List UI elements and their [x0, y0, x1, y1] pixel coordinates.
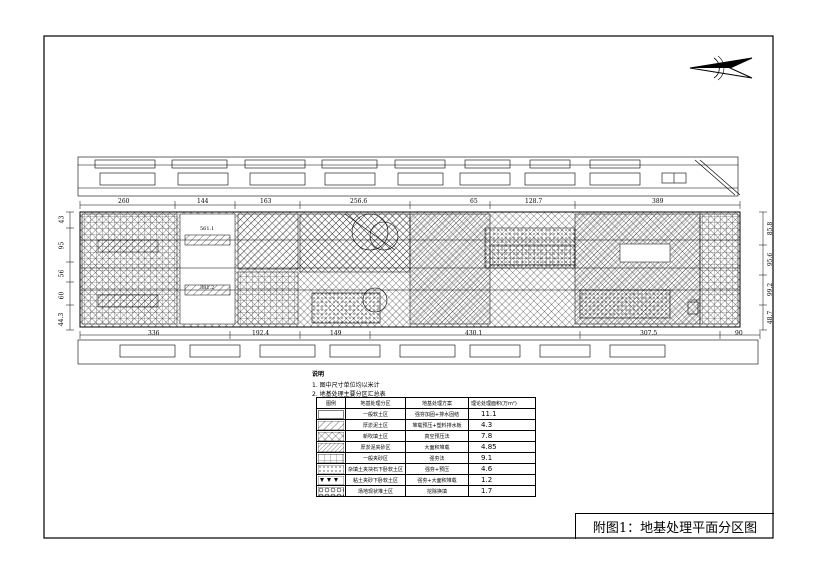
legend-zone: 一般软土区 [344, 408, 407, 420]
left-dim-2: 56 [58, 269, 66, 278]
legend-table: 图例 地基处理分区 地基处理方案 理论处理面积(万m²) 一般软土区 强夯加固+… [316, 397, 537, 497]
right-dim-1: 95.6 [767, 252, 775, 267]
notes-title: 说明 [312, 371, 325, 378]
pattern-crosshatch-icon [318, 431, 344, 441]
legend-header-zone: 地基处理分区 [344, 397, 407, 409]
pattern-triangles-icon [318, 475, 344, 485]
drawing-title-block: 附图1：地基处理平面分区图 [575, 513, 774, 539]
legend-method: 强夯+预压 [405, 463, 470, 475]
top-dim-3: 256.6 [350, 198, 368, 205]
bottom-building-strip [77, 339, 759, 365]
legend-zone: 新吹填土区 [344, 430, 407, 442]
top-dim-0: 260 [118, 198, 130, 205]
legend-row: 粘土夹砂下卧软土区 强夯+大面积堆载 1.2 [316, 474, 537, 486]
legend-row: 厚淤泥夹砂区 大面积堆载 4.85 [316, 441, 537, 453]
legend-method: 强夯法 [405, 452, 470, 464]
pattern-circles-icon [318, 486, 344, 496]
legend-zone: 一般夹砂区 [344, 452, 407, 464]
left-dim-4: 44.3 [58, 312, 66, 327]
legend-method: 大面积堆载 [405, 441, 470, 453]
pattern-diagonal-icon [318, 420, 344, 430]
plan-label-0: 561.1 [200, 226, 215, 232]
legend-row: 厚淤泥土区 堆载预压+塑料排水板 4.3 [316, 419, 537, 431]
bottom-dim-0: 336 [148, 330, 160, 337]
legend-method: 堆载预压+塑料排水板 [405, 419, 470, 431]
legend-zone: 粘土夹砂下卧软土区 [344, 474, 407, 486]
right-dim-3: 48.7 [767, 310, 775, 325]
top-dim-6: 389 [652, 198, 664, 205]
legend-row: 杂填土夹块石下卧软土区 强夯+预压 4.6 [316, 463, 537, 475]
pattern-blank-icon [318, 409, 344, 419]
plan-label-1: 381.2 [200, 285, 215, 291]
left-dim-3: 60 [58, 291, 66, 300]
right-dim-0: 85.8 [767, 221, 775, 236]
legend-area: 7.8 [468, 430, 537, 442]
top-dim-4: 65 [470, 198, 478, 205]
legend-area: 1.2 [468, 474, 537, 486]
legend-method: 挖除换填 [405, 485, 470, 497]
right-dim-2: 99.2 [767, 282, 775, 297]
legend-area: 9.1 [468, 452, 537, 464]
top-building-strip [77, 156, 741, 197]
north-arrow-icon [689, 55, 753, 81]
legend-header-pattern: 图例 [316, 397, 346, 409]
bottom-dim-1: 192.4 [252, 330, 270, 337]
legend-area: 1.7 [468, 485, 537, 497]
drawing-title: 附图1：地基处理平面分区图 [592, 521, 758, 536]
bottom-dim-2: 149 [330, 330, 342, 337]
note-item-1: 1. 图中尺寸单位均以米计 [312, 382, 380, 389]
legend-zone: 厚淤泥夹砂区 [344, 441, 407, 453]
legend-method: 真空预压法 [405, 430, 470, 442]
top-dim-2: 163 [260, 198, 272, 205]
legend-header-area: 理论处理面积(万m²) [468, 397, 537, 409]
bottom-dim-4: 307.5 [640, 330, 658, 337]
legend-header-row: 图例 地基处理分区 地基处理方案 理论处理面积(万m²) [316, 397, 537, 409]
bottom-dim-5: 90 [735, 330, 743, 337]
legend-area: 4.85 [468, 441, 537, 453]
legend-row: 新吹填土区 真空预压法 7.8 [316, 430, 537, 442]
pattern-dots-icon [318, 464, 344, 474]
legend-area: 4.3 [468, 419, 537, 431]
site-plan [79, 211, 741, 328]
left-dim-0: 43 [58, 215, 66, 224]
legend-row: 一般软土区 强夯加固+排水固结 11.1 [316, 408, 537, 420]
legend-method: 强夯加固+排水固结 [405, 408, 470, 420]
legend-method: 强夯+大面积堆载 [405, 474, 470, 486]
legend-row: 场地现状堆土区 挖除换填 1.7 [316, 485, 537, 497]
top-dimension-line [79, 201, 741, 209]
legend-row: 一般夹砂区 强夯法 9.1 [316, 452, 537, 464]
pattern-grid-icon [318, 453, 344, 463]
side-dimension-lines [66, 211, 767, 331]
outer-border [43, 35, 774, 539]
legend-area: 11.1 [468, 408, 537, 420]
bottom-dimension-line [79, 331, 761, 339]
legend-zone: 场地现状堆土区 [344, 485, 407, 497]
left-dim-1: 95 [58, 241, 66, 250]
pattern-dense-hatch-icon [318, 442, 344, 452]
note-item-2: 2. 地基处理主要分区汇总表 [312, 391, 386, 398]
legend-area: 4.6 [468, 463, 537, 475]
top-dim-5: 128.7 [525, 198, 543, 205]
top-dim-1: 144 [197, 198, 209, 205]
legend-zone: 厚淤泥土区 [344, 419, 407, 431]
bottom-dim-3: 430.1 [465, 330, 483, 337]
legend-header-method: 地基处理方案 [405, 397, 470, 409]
legend-zone: 杂填土夹块石下卧软土区 [344, 463, 407, 475]
